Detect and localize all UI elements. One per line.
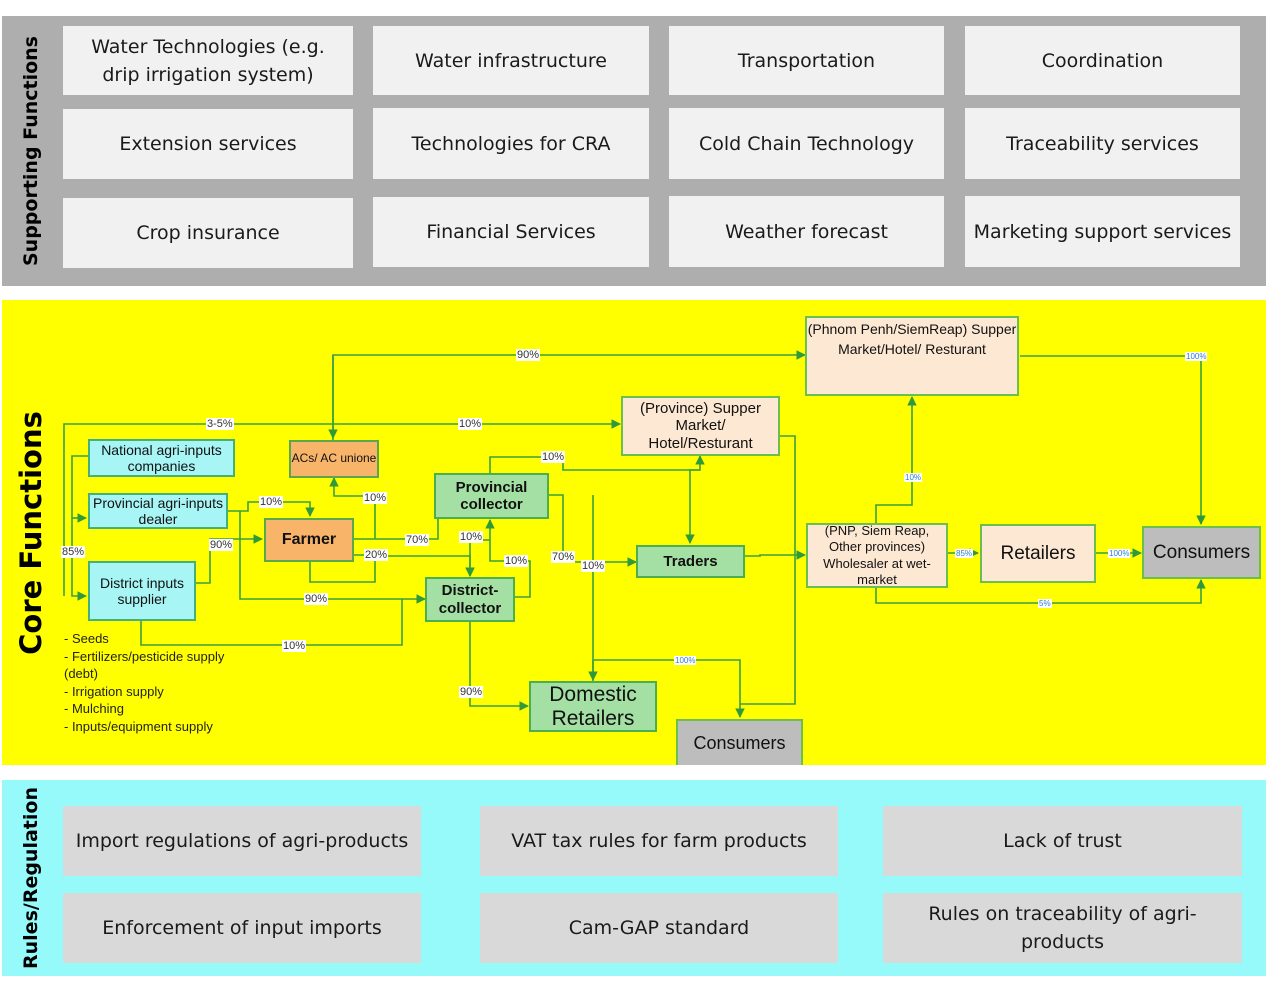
flow-label: 90% [209, 539, 234, 551]
flow-3-5 [63, 419, 621, 596]
node-acs: ACs/ AC unione [289, 440, 379, 478]
support-item: Crop insurance [63, 198, 353, 268]
flow-label: 100% [1185, 352, 1208, 361]
inputs-list-item: (debt) [64, 666, 98, 682]
supporting-functions-panel: Supporting Functions Water Technologies … [2, 16, 1266, 286]
flow-label: 70% [405, 534, 430, 546]
flow-label: 10% [459, 531, 484, 543]
flow-label: 10% [541, 451, 566, 463]
support-item: Extension services [63, 109, 353, 179]
rule-item: Enforcement of input imports [63, 893, 421, 963]
inputs-list: - Seeds - Fertilizers/pesticide supply (… [64, 630, 224, 736]
support-item: Traceability services [965, 108, 1240, 179]
node-domestic-retailers: Domestic Retailers [529, 681, 657, 732]
flow-pc-province [489, 455, 705, 474]
flow-label: 10% [282, 640, 307, 652]
flow-dealer-district [239, 511, 426, 604]
node-wholesaler: (PNP, Siem Reap, Other provinces) Wholes… [806, 523, 948, 588]
flow-province-consumers [740, 435, 796, 705]
inputs-list-item: - Fertilizers/pesticide supply [64, 648, 225, 664]
support-item: Transportation [669, 26, 944, 95]
flow-farmer-acs [329, 477, 376, 539]
flow-province-traders [685, 469, 700, 544]
flow-label: 10% [581, 560, 606, 572]
inputs-list-item: - Irrigation supply [64, 683, 164, 699]
node-provincial-inputs-dealer: Provincial agri-inputs dealer [88, 493, 228, 529]
inputs-list-item: - Inputs/equipment supply [64, 718, 213, 734]
flow-dc-domestic [469, 621, 529, 711]
flow-label: 85% [61, 546, 86, 558]
flow-label: 85% [955, 549, 974, 558]
flow-farmer-20 [375, 555, 475, 577]
node-traders: Traders [636, 545, 745, 578]
flow-dealer-farmer [228, 501, 315, 517]
flow-wholesaler-pp [875, 396, 917, 523]
node-district-inputs-supplier: District inputs supplier [88, 561, 196, 621]
rule-item: Rules on traceability of agri-products [883, 893, 1242, 963]
support-item: Water infrastructure [373, 26, 649, 95]
flow-label: 10% [504, 555, 529, 567]
flow-label: 90% [516, 349, 541, 361]
flow-label: 90% [459, 686, 484, 698]
flow-label: 10% [259, 496, 284, 508]
support-item: Water Technologies (e.g. drip irrigation… [63, 26, 353, 95]
rules-regulation-label: Rules/Regulation [20, 787, 42, 969]
rules-regulation-panel: Rules/Regulation Import regulations of a… [2, 780, 1266, 976]
node-consumers-bottom: Consumers [676, 719, 803, 765]
flow-pc-dc [465, 539, 490, 577]
node-retailers: Retailers [980, 524, 1096, 583]
flow-label: 100% [674, 656, 697, 665]
flow-domestic-consumers [593, 659, 745, 718]
support-item: Cold Chain Technology [669, 108, 944, 179]
flow-label: 5% [1038, 599, 1052, 608]
inputs-list-item: - Mulching [64, 701, 124, 717]
flow-left-bus [71, 455, 88, 601]
flow-dc-pc [485, 519, 531, 598]
node-consumers-right: Consumers [1142, 526, 1261, 579]
flow-supplier-farmer [196, 534, 263, 584]
support-item: Technologies for CRA [373, 108, 649, 179]
rule-item: VAT tax rules for farm products [480, 806, 838, 876]
node-provincial-collector: Provincial collector [434, 473, 549, 519]
rule-item: Import regulations of agri-products [63, 806, 421, 876]
flow-supplier-district [140, 599, 403, 646]
rule-item: Lack of trust [883, 806, 1242, 876]
flow-label: 10% [363, 492, 388, 504]
rule-item: Cam-GAP standard [480, 893, 838, 963]
node-farmer: Farmer [264, 518, 354, 562]
node-district-collector: District-collector [425, 577, 515, 622]
node-province-market: (Province) Supper Market/ Hotel/Resturan… [621, 396, 780, 456]
flow-traders-wholesaler [745, 550, 806, 560]
flow-label: 10% [458, 418, 483, 430]
node-national-inputs: National agri-inputs companies [88, 439, 235, 477]
flow-label: 3-5% [206, 418, 234, 430]
flow-label: 100% [1108, 549, 1131, 558]
support-item: Weather forecast [669, 196, 944, 267]
flow-label: 20% [364, 549, 389, 561]
support-item: Marketing support services [965, 196, 1240, 267]
support-item: Coordination [965, 26, 1240, 95]
inputs-list-item: - Seeds [64, 631, 109, 646]
support-item: Financial Services [373, 197, 649, 267]
flow-label: 10% [904, 473, 923, 482]
node-pp-market: (Phnom Penh/SiemReap) Supper Market/Hote… [805, 316, 1019, 396]
flow-pp-consumers [1020, 355, 1206, 525]
flow-label: 90% [304, 593, 329, 605]
flow-label: 70% [551, 551, 576, 563]
